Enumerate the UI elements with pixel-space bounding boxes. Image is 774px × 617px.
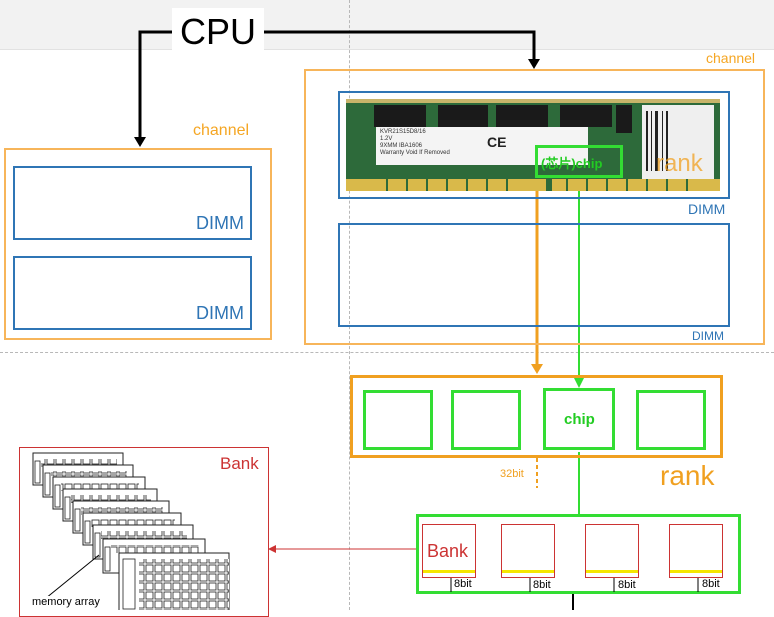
sticker-line: KVR21S15D8/16 [380,129,426,135]
chip-box [363,390,433,450]
memory-module-drawing: CE [346,99,720,191]
right-dimm-2 [338,223,730,327]
svg-text:CE: CE [487,134,506,150]
module-sticker-text: KVR21S15D8/16 1.2V 9XMM IBA1606 Warranty… [380,129,450,157]
width-label: 32bit [500,468,524,480]
cpu-to-right-channel-line [264,30,536,60]
dimm-label: DIMM [688,201,726,217]
left-channel-box [4,148,272,340]
right-channel-label: channel [706,50,756,66]
bank-box: Bank [422,524,476,578]
bank-box [501,524,555,578]
top-band [0,0,774,50]
chip-box [636,390,706,450]
rank-label: rank [660,460,715,491]
dimm-label: DIMM [196,213,244,233]
sticker-line: Warranty Void If Removed [380,150,450,156]
chip-box-highlighted: chip [543,388,615,450]
memory-module-image: CE KVR21S15D8/16 1.2V 9XMM IBA1606 Warra… [346,99,720,191]
bank-label: Bank [427,541,469,561]
chip-callout-label: (芯片)chip [541,156,603,171]
dimm-label: DIMM [196,303,244,323]
bank-buffer [586,570,638,573]
chip-callout-box: (芯片)chip [535,145,623,178]
bank-buffer [502,570,554,573]
bit-label: 8bit [618,579,636,591]
bank-box [669,524,723,578]
chip-box [451,390,521,450]
vertical-divider [349,0,350,610]
horizontal-divider [0,352,774,353]
memory-array-label: memory array [32,596,100,608]
right-dimm-1 [338,91,730,199]
bit-label: 8bit [702,578,720,590]
bank-detail-title: Bank [220,454,259,473]
rank-overlay-label: rank [656,150,703,177]
left-dimm-1: DIMM [13,166,252,240]
cpu-to-left-channel-line [138,30,172,140]
left-channel-label: channel [193,122,250,139]
bit-label: 8bit [533,579,551,591]
bank-buffer [423,570,475,573]
sticker-line: 9XMM IBA1606 [380,143,423,149]
bank-box [585,524,639,578]
bit-label: 8bit [454,578,472,590]
sticker-line: 1.2V [380,136,393,142]
chip-label: chip [564,411,595,428]
bank-buffer [670,570,722,573]
cpu-label: CPU [172,8,264,56]
left-dimm-2: DIMM [13,256,252,330]
right-channel-box [304,69,765,345]
rank-box: chip [350,375,723,458]
memory-array-stack [32,452,230,610]
chip-detail-box [416,514,741,594]
dimm-label: DIMM [692,329,724,343]
